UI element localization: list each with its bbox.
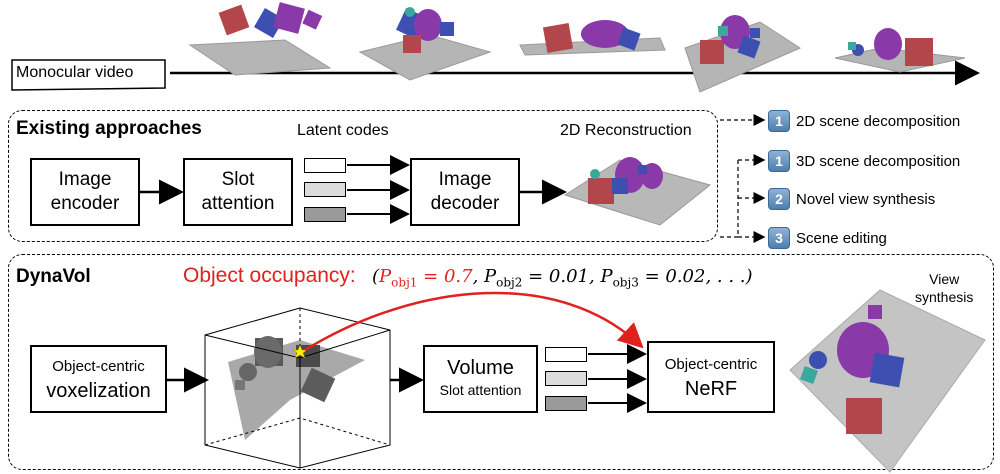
volume-line1: Volume — [447, 357, 514, 379]
voxel-line1: Object-centric — [52, 358, 145, 375]
task-badge: 1 — [768, 150, 790, 172]
voxel-cube — [204, 307, 391, 469]
slot-line2: attention — [201, 193, 275, 214]
existing-panel — [8, 110, 718, 242]
view-line1: View — [929, 271, 960, 287]
view-synthesis-image — [789, 289, 986, 473]
occupancy-label: Object occupancy: — [183, 264, 356, 287]
latent-code-3 — [304, 207, 346, 222]
video-label: Monocular video — [16, 64, 134, 81]
task-badge: 2 — [768, 188, 790, 210]
latent-label: Latent codes — [297, 122, 389, 139]
task-badge: 3 — [768, 227, 790, 249]
encoder-line1: Image — [58, 169, 112, 190]
task-2d-decomposition: 1 2D scene decomposition — [768, 110, 960, 132]
view-line2: synthesis — [915, 289, 974, 305]
video-label-shape — [11, 59, 166, 91]
view-synthesis-label: View synthesis — [915, 270, 973, 306]
task-scene-editing: 3 Scene editing — [768, 227, 887, 249]
decoder-line2: decoder — [430, 193, 500, 214]
slot-attention-box: Slot attention — [183, 158, 293, 226]
voxelization-box: Object-centric voxelization — [30, 345, 167, 413]
video-timeline — [11, 2, 980, 93]
decoder-line1: Image — [438, 169, 492, 190]
nerf-box: Object-centric NeRF — [647, 341, 775, 413]
task-badge: 1 — [768, 110, 790, 132]
image-encoder-box: Image encoder — [30, 158, 140, 226]
slot-latent-2 — [545, 371, 587, 386]
task-label: Novel view synthesis — [796, 190, 936, 208]
task-label: 2D scene decomposition — [796, 112, 961, 130]
task-novel-view: 2 Novel view synthesis — [768, 188, 935, 210]
nerf-line2: NeRF — [684, 378, 738, 400]
dynavol-panel — [8, 254, 994, 470]
dynavol-title: DynaVol — [16, 266, 91, 287]
slot-latent-1 — [545, 347, 587, 362]
voxel-line2: voxelization — [46, 380, 151, 402]
volume-slot-box: Volume Slot attention — [423, 345, 538, 413]
video-frame-3 — [519, 20, 666, 56]
image-decoder-box: Image decoder — [410, 158, 520, 226]
encoder-line2: encoder — [50, 193, 120, 214]
recon-label: 2D Reconstruction — [560, 122, 692, 139]
task-label: Scene editing — [796, 229, 887, 247]
video-frame-5 — [834, 28, 966, 73]
reconstruction-image — [563, 157, 712, 226]
volume-line2: Slot attention — [439, 382, 522, 398]
slot-line1: Slot — [221, 169, 255, 190]
task-label: 3D scene decomposition — [796, 152, 961, 170]
video-frame-4 — [684, 15, 802, 93]
occupancy-formula: (Pobj1 = 0.7, Pobj2 = 0.01, Pobj3 = 0.02… — [372, 266, 753, 290]
existing-title: Existing approaches — [16, 118, 202, 139]
nerf-line1: Object-centric — [664, 356, 758, 373]
latent-code-1 — [304, 158, 346, 173]
slot-latent-3 — [545, 396, 587, 411]
video-frame-2 — [358, 7, 492, 81]
task-3d-decomposition: 1 3D scene decomposition — [768, 150, 960, 172]
video-frame-1 — [188, 2, 332, 76]
latent-code-2 — [304, 182, 346, 197]
